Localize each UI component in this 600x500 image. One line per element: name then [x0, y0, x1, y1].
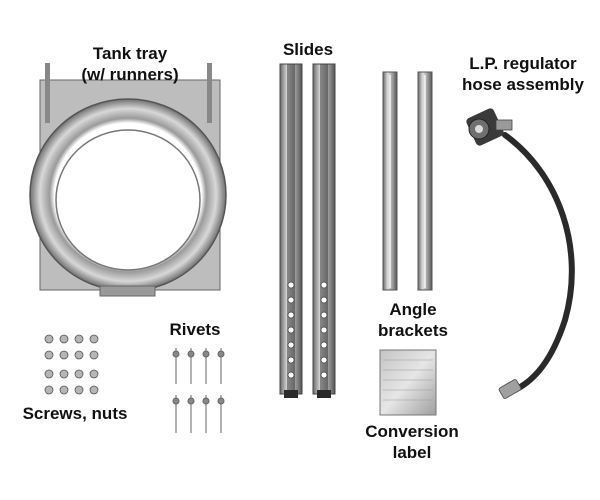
slide-left [279, 63, 303, 398]
rivet-row-bottom [172, 395, 225, 433]
label-lp-regulator-line1: L.P. regulator [469, 54, 577, 73]
lp-regulator-hose [466, 108, 575, 399]
label-lp-regulator-line2: hose assembly [462, 75, 584, 94]
label-conversion: Conversion label [352, 421, 472, 463]
slides [279, 63, 336, 398]
label-conversion-line1: Conversion [365, 422, 459, 441]
screw-nut-grid-bottom [44, 369, 99, 395]
hose [502, 132, 575, 393]
label-tank-tray: Tank tray (w/ runners) [55, 43, 205, 85]
label-angle-brackets: Angle brackets [368, 299, 458, 341]
label-angle-brackets-line1: Angle [389, 300, 437, 319]
tank-tray-runner-left [45, 63, 50, 123]
label-screws-nuts: Screws, nuts [22, 404, 128, 423]
label-lp-regulator: L.P. regulator hose assembly [443, 53, 600, 95]
label-angle-brackets-line2: brackets [378, 321, 448, 340]
tank-tray [29, 63, 227, 297]
angle-bracket-left [382, 71, 398, 291]
tank-tray-runner-right [207, 63, 212, 123]
label-rivets: Rivets [169, 320, 221, 339]
screws-nuts [44, 334, 99, 395]
angle-bracket-right [417, 71, 433, 291]
screw-nut-grid-top [44, 334, 99, 360]
hose-fitting [498, 379, 522, 399]
rivets [172, 348, 225, 433]
label-tank-tray-line2: (w/ runners) [81, 65, 179, 84]
label-conversion-line2: label [392, 443, 432, 462]
slide-right [312, 63, 336, 398]
label-tank-tray-line1: Tank tray [92, 44, 168, 63]
rivet-row-top [172, 348, 225, 384]
tank-tray-opening [55, 129, 201, 271]
regulator [466, 108, 513, 146]
conversion-label-plate [379, 349, 437, 416]
tank-tray-tab [99, 285, 156, 297]
angle-brackets [382, 71, 433, 291]
label-slides: Slides [282, 40, 334, 59]
